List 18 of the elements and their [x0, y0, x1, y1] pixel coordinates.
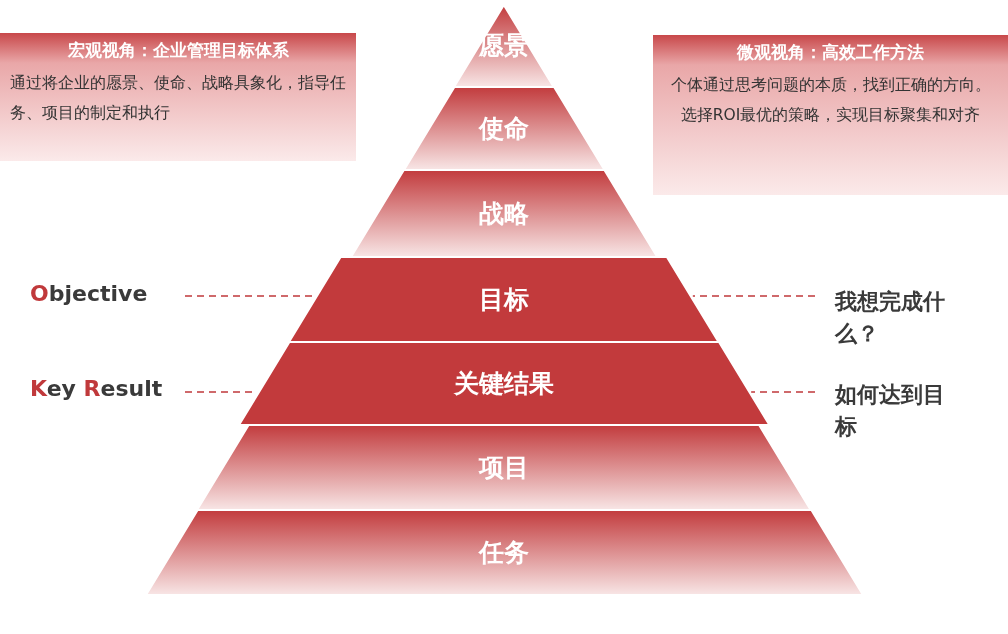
layer-label: 项目 [477, 451, 530, 484]
layer-label: 任务 [477, 536, 530, 569]
layer-label: 目标 [478, 283, 530, 316]
side-label: Objective [30, 278, 180, 312]
info-panel [0, 33, 356, 161]
panel-heading: 微观视角：高效工作方法 [736, 41, 925, 64]
side-label: 我想完成什么？ [835, 286, 950, 352]
panel-text: 个体通过思考问题的本质，找到正确的方向。选择ROI最优的策略，实现目标聚集和对齐 [669, 75, 992, 126]
panel-text: 通过将企业的愿景、使命、战略具象化，指导任务、项目的制定和执行 [10, 73, 346, 124]
leader-line [750, 391, 816, 393]
side-label: 如何达到目标 [835, 379, 950, 445]
layer-label: 使命 [477, 112, 530, 145]
side-label: Key Result [30, 373, 180, 407]
panel-heading: 宏观视角：企业管理目标体系 [66, 39, 290, 62]
layer-label: 关键结果 [453, 367, 555, 400]
layer-label: 战略 [478, 197, 530, 230]
info-panel [653, 35, 1008, 195]
leader-line [692, 295, 816, 297]
